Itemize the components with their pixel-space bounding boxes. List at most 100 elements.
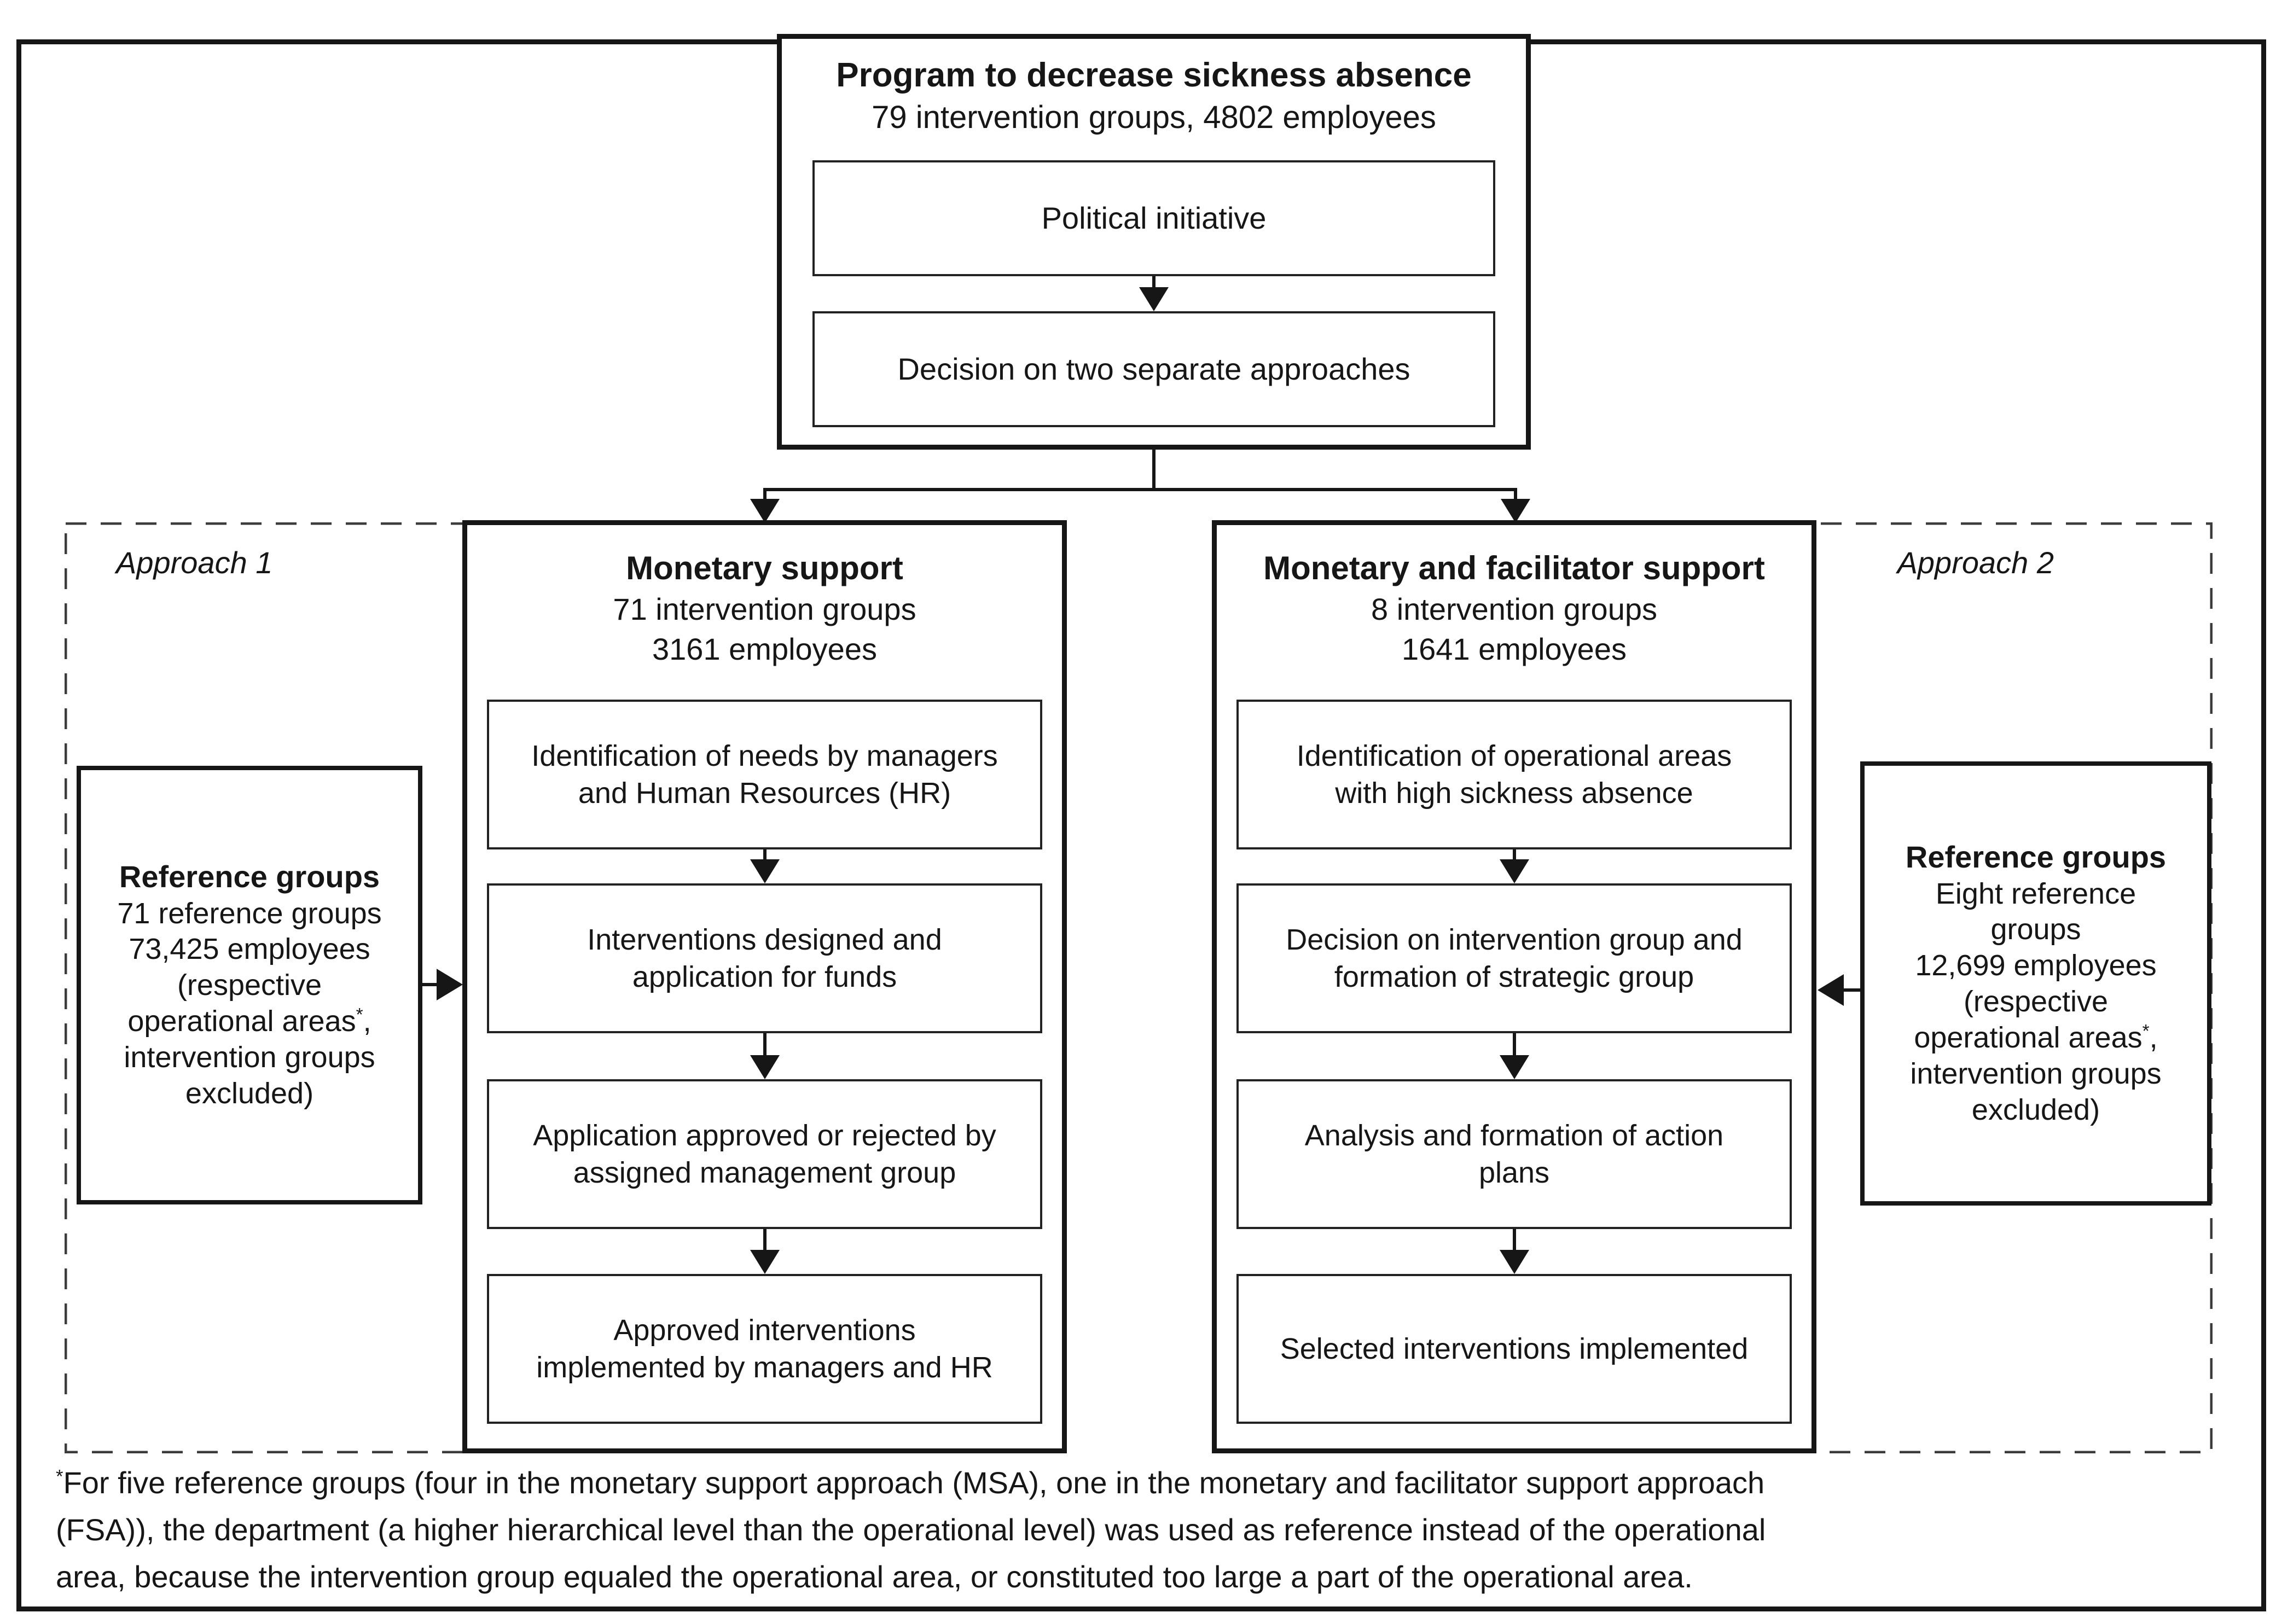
reference-right-line: operational areas*,	[1914, 1020, 2157, 1056]
facilitator-employees: 1641 employees	[1402, 631, 1627, 666]
approach2-label: Approach 2	[1897, 545, 2054, 580]
arrow-down-icon	[1501, 499, 1530, 523]
arrow-shaft	[763, 849, 767, 860]
footnote-marker: *	[56, 1466, 63, 1487]
msa-step-1-box: Identification of needs by managers and …	[487, 700, 1042, 849]
arrow-head	[750, 859, 780, 883]
msa-step-1-line2: and Human Resources (HR)	[578, 777, 951, 810]
msa-step-2-line1: Interventions designed and	[587, 923, 942, 956]
reference-left-areas-comma: ,	[363, 1005, 371, 1038]
reference-left-title: Reference groups	[119, 859, 380, 894]
reference-groups-left-box: Reference groups 71 reference groups 73,…	[77, 766, 422, 1204]
arrow-head	[1499, 859, 1529, 883]
reference-right-line: 12,699 employees	[1915, 949, 2157, 982]
msa-step-4-box: Approved interventions implemented by ma…	[487, 1274, 1042, 1424]
footnote-line-3: area, because the intervention group equ…	[56, 1559, 1693, 1594]
connector-stem	[1152, 450, 1156, 488]
arrow-shaft	[763, 1229, 767, 1251]
approach1-label: Approach 1	[116, 545, 273, 580]
decision-label: Decision on two separate approaches	[897, 351, 1410, 386]
monetary-header: Monetary support 71 intervention groups …	[467, 547, 1062, 670]
arrow-down-icon	[1139, 276, 1169, 311]
footnote-line-1: *For five reference groups (four in the …	[56, 1459, 2242, 1506]
program-box: Program to decrease sickness absence 79 …	[777, 34, 1531, 450]
connector-crossbar	[763, 488, 1517, 491]
reference-right-title: Reference groups	[1905, 840, 2167, 875]
arrow-down-icon	[1499, 849, 1529, 883]
connector-right-drop	[1514, 488, 1517, 502]
monetary-employees: 3161 employees	[652, 631, 877, 666]
fsa-step-2-line2: formation of strategic group	[1334, 961, 1694, 993]
arrow-shaft	[1512, 849, 1516, 860]
footnote-marker: *	[2142, 1021, 2150, 1042]
reference-right-line: intervention groups	[1910, 1057, 2162, 1090]
msa-step-4-line2: implemented by managers and HR	[536, 1351, 993, 1384]
monetary-support-column: Monetary support 71 intervention groups …	[462, 520, 1067, 1453]
arrow-down-icon	[1499, 1033, 1529, 1079]
monetary-title: Monetary support	[626, 550, 903, 586]
reference-right-line: Eight reference	[1935, 877, 2136, 910]
reference-left-line: operational areas*,	[127, 1004, 371, 1040]
fsa-step-1-line1: Identification of operational areas	[1296, 739, 1732, 772]
arrow-shaft	[763, 1033, 767, 1056]
facilitator-header: Monetary and facilitator support 8 inter…	[1217, 547, 1811, 670]
facilitator-support-column: Monetary and facilitator support 8 inter…	[1212, 520, 1816, 1453]
footnote: *For five reference groups (four in the …	[56, 1459, 2242, 1600]
fsa-step-2-line1: Decision on intervention group and	[1286, 923, 1743, 956]
arrow-shaft	[1512, 1033, 1516, 1056]
reference-left-line: excluded)	[185, 1076, 314, 1110]
msa-step-4-line1: Approved interventions	[613, 1313, 916, 1347]
arrow-shaft	[1512, 1229, 1516, 1251]
reference-groups-right-box: Reference groups Eight reference groups …	[1860, 761, 2211, 1206]
msa-step-2-box: Interventions designed and application f…	[487, 883, 1042, 1033]
fsa-step-3-box: Analysis and formation of action plans	[1236, 1079, 1792, 1229]
arrow-head	[750, 1250, 780, 1274]
fsa-step-1-box: Identification of operational areas with…	[1236, 700, 1792, 849]
reference-right-areas: operational areas	[1914, 1021, 2143, 1055]
reference-left-line: intervention groups	[124, 1041, 375, 1074]
program-title: Program to decrease sickness absence	[836, 56, 1472, 94]
footnote-line-2: (FSA)), the department (a higher hierarc…	[56, 1512, 1766, 1547]
arrow-down-icon	[750, 1033, 780, 1079]
arrow-head	[1499, 1055, 1529, 1079]
facilitator-groups: 8 intervention groups	[1371, 592, 1657, 626]
msa-step-2-line2: application for funds	[632, 961, 897, 993]
fsa-step-4-line1: Selected interventions implemented	[1280, 1332, 1749, 1365]
program-subtitle: 79 intervention groups, 4802 employees	[872, 100, 1436, 135]
reference-left-line: (respective	[177, 969, 322, 1002]
reference-right-areas-comma: ,	[2149, 1021, 2158, 1055]
footnote-marker: *	[356, 1005, 363, 1026]
fsa-step-3-line2: plans	[1478, 1156, 1550, 1189]
decision-step: Decision on two separate approaches	[812, 311, 1495, 427]
reference-left-areas: operational areas	[127, 1005, 356, 1038]
reference-right-line: groups	[1990, 913, 2081, 946]
reference-right-line: excluded)	[1971, 1093, 2100, 1126]
political-initiative-label: Political initiative	[1041, 200, 1267, 235]
monetary-groups: 71 intervention groups	[613, 592, 916, 626]
arrow-down-icon	[750, 499, 780, 523]
arrow-head	[1499, 1250, 1529, 1274]
arrow-down-icon	[750, 1229, 780, 1274]
arrow-head	[1139, 287, 1169, 311]
reference-left-arrow-shaft	[421, 983, 439, 986]
arrow-shaft	[1152, 276, 1156, 288]
msa-step-3-line1: Application approved or rejected by	[533, 1119, 996, 1152]
political-initiative-step: Political initiative	[812, 160, 1495, 276]
arrow-left-icon	[1818, 974, 1844, 1006]
fsa-step-2-box: Decision on intervention group and forma…	[1236, 883, 1792, 1033]
msa-step-1-line1: Identification of needs by managers	[531, 739, 998, 772]
reference-right-arrow-shaft	[1843, 988, 1861, 992]
arrow-down-icon	[1499, 1229, 1529, 1274]
reference-left-line: 71 reference groups	[117, 897, 382, 930]
reference-right-line: (respective	[1963, 985, 2109, 1018]
footnote-text-1: For five reference groups (four in the m…	[63, 1465, 1765, 1500]
fsa-step-3-line1: Analysis and formation of action	[1304, 1119, 1724, 1152]
msa-step-3-box: Application approved or rejected by assi…	[487, 1079, 1042, 1229]
arrow-down-icon	[750, 849, 780, 883]
connector-left-drop	[763, 488, 767, 502]
arrow-right-icon	[437, 969, 463, 1000]
fsa-step-1-line2: with high sickness absence	[1335, 777, 1693, 810]
arrow-head	[750, 1055, 780, 1079]
fsa-step-4-box: Selected interventions implemented	[1236, 1274, 1792, 1424]
